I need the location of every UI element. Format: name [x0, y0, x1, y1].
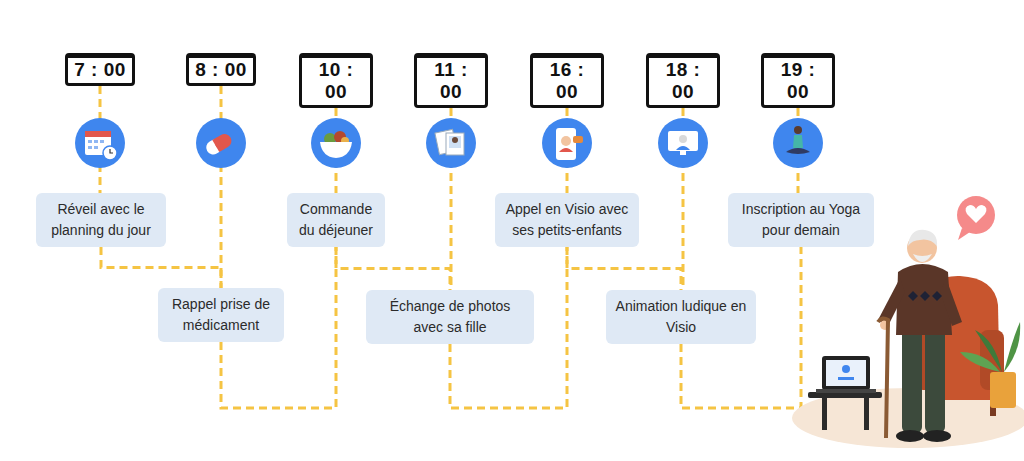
activity-label: Inscription au Yoga pour demain: [736, 199, 866, 241]
video-icon: [668, 131, 698, 155]
time-label: 19 : 00: [768, 59, 828, 103]
phone-icon: [556, 128, 583, 160]
dashed-connector: [220, 86, 223, 288]
dashed-connector: [336, 247, 450, 290]
activity-label: Échange de photos avec sa fille: [374, 296, 526, 338]
time-label: 11 : 00: [421, 59, 481, 103]
activity-box: Inscription au Yoga pour demain: [728, 193, 874, 247]
activity-box: Commande du déjeuner: [287, 193, 385, 247]
time-box: 19 : 00: [761, 53, 835, 108]
time-box: 18 : 00: [646, 53, 720, 108]
activity-box: Rappel prise de médicament: [158, 288, 284, 342]
time-box: 7 : 00: [65, 53, 135, 86]
activity-label: Appel en Visio avec ses petits-enfants: [503, 199, 631, 241]
time-box: 10 : 00: [299, 53, 373, 108]
time-label: 8 : 00: [193, 59, 249, 81]
activity-box: Échange de photos avec sa fille: [366, 290, 534, 344]
activity-box: Animation ludique en Visio: [606, 290, 756, 344]
activity-label: Réveil avec le planning du jour: [44, 199, 158, 241]
time-label: 18 : 00: [653, 59, 713, 103]
time-box: 11 : 00: [414, 53, 488, 108]
pill-icon: [204, 131, 234, 157]
yoga-icon: [786, 126, 810, 154]
photos-icon: [435, 129, 464, 155]
dashed-connector: [567, 247, 681, 290]
activity-label: Commande du déjeuner: [295, 199, 377, 241]
time-label: 16 : 00: [537, 59, 597, 103]
meal-icon: [320, 131, 352, 158]
activity-box: Appel en Visio avec ses petits-enfants: [495, 193, 639, 247]
activity-box: Réveil avec le planning du jour: [36, 193, 166, 247]
activity-label: Animation ludique en Visio: [614, 296, 748, 338]
time-label: 7 : 00: [72, 59, 128, 81]
icon-circles: [75, 118, 823, 168]
calendar-icon: [85, 131, 117, 160]
dashed-connector: [101, 247, 221, 288]
time-label: 10 : 00: [306, 59, 366, 103]
time-box: 8 : 00: [186, 53, 256, 86]
time-box: 16 : 00: [530, 53, 604, 108]
activity-label: Rappel prise de médicament: [166, 294, 276, 336]
